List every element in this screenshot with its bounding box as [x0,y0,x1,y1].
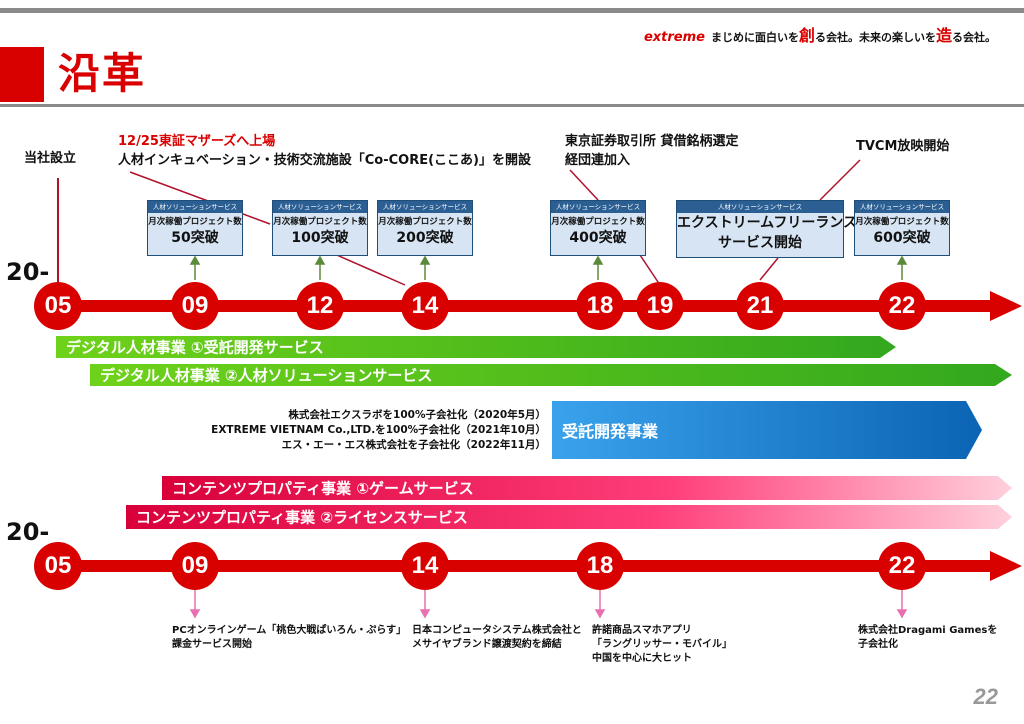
title-accent-block [0,47,44,102]
event-bottom-22: 株式会社Dragami Gamesを 子会社化 [858,625,998,650]
year-circle-bottom: 14 [401,542,449,590]
year-circle-bottom: 05 [34,542,82,590]
band-contract [552,401,982,459]
year-circle-bottom: 22 [878,542,926,590]
event-tvcm: TVCM放映開始 [856,139,950,154]
year-circle-top: 12 [296,282,344,330]
timeline-top-prefix: 20- [6,258,50,286]
year-circle-top: 22 [878,282,926,330]
band-content-2 [126,505,1012,529]
kpi-box-200: 人材ソリューションサービス 月次稼働プロジェクト数 200突破 [377,200,473,256]
kpi-box-50: 人材ソリューションサービス 月次稼働プロジェクト数 50突破 [147,200,243,256]
callout-21 [759,257,779,281]
callout-tse2 [639,254,661,286]
top-divider [0,8,1024,13]
year-circle-bottom: 18 [576,542,624,590]
year-circle-top: 19 [636,282,684,330]
band-digital-1 [56,336,896,358]
band-content-1-label-wrap: コンテンツプロパティ事業 ①ゲームサービス [162,476,992,500]
timeline-top-arrowhead [990,291,1022,321]
year-circle-top: 18 [576,282,624,330]
event-tse-line1: 東京証券取引所 貸借銘柄選定 [565,134,739,149]
band-digital-1-label: デジタル人材事業 ①受託開発サービス [66,338,324,357]
band-digital-2-label: デジタル人材事業 ②人材ソリューションサービス [100,366,433,385]
event-founded: 当社設立 [24,151,77,166]
band-contract-label: 受託開発事業 [562,422,659,441]
band-digital-1-label-wrap: デジタル人材事業 ①受託開発サービス [56,336,880,358]
timeline-bottom-arrowhead [990,551,1022,581]
event-cocore: 人材インキュベーション・技術交流施設「Co-CORE(ここあ)」を開設 [118,153,531,168]
page-title: 沿革 [58,49,147,98]
callout-listing [129,171,271,225]
kpi-box-freelance: 人材ソリューションサービス エクストリームフリーランス サービス開始 [676,200,857,258]
event-tse-line2: 経団連加入 [565,153,631,168]
event-bottom-18: 許諾商品スマホアプリ 「ラングリッサー・モバイル」 中国を中心に大ヒット [592,625,732,664]
callout-cocore [329,251,406,286]
callout-tse [569,169,599,201]
band-content-2-label-wrap: コンテンツプロパティ事業 ②ライセンスサービス [126,505,986,529]
year-circle-bottom: 09 [171,542,219,590]
header-divider [0,104,1024,107]
band-content-2-label: コンテンツプロパティ事業 ②ライセンスサービス [136,508,468,527]
subsidiaries-list: 株式会社エクスラボを100%子会社化（2020年5月） EXTREME VIET… [211,409,546,451]
event-bottom-09: PCオンラインゲーム「桃色大戦ぱいろん・ぷらす」 課金サービス開始 [172,625,407,650]
event-listing: 12/25東証マザーズへ上場 [118,134,276,149]
kpi-box-100: 人材ソリューションサービス 月次稼働プロジェクト数 100突破 [272,200,368,256]
brand-logo: extreme [643,30,705,45]
timeline-bottom-bar [40,560,990,572]
band-content-1-label: コンテンツプロパティ事業 ①ゲームサービス [172,479,474,498]
kpi-box-600: 人材ソリューションサービス 月次稼働プロジェクト数 600突破 [854,200,950,256]
year-circle-top: 05 [34,282,82,330]
band-digital-2-label-wrap: デジタル人材事業 ②人材ソリューションサービス [90,364,990,386]
year-circle-top: 09 [171,282,219,330]
event-bottom-14: 日本コンピュータシステム株式会社と メサイヤブランド譲渡契約を締結 [412,625,582,650]
kpi-box-400: 人材ソリューションサービス 月次稼働プロジェクト数 400突破 [550,200,646,256]
year-circle-top: 14 [401,282,449,330]
band-content-1 [162,476,1012,500]
band-digital-2 [90,364,1012,386]
callout-tvcm [819,159,861,201]
page-number: 22 [973,684,998,709]
timeline-bottom-prefix: 20- [6,518,50,546]
year-circle-top: 21 [736,282,784,330]
band-contract-label-wrap: 受託開発事業 [552,401,966,459]
